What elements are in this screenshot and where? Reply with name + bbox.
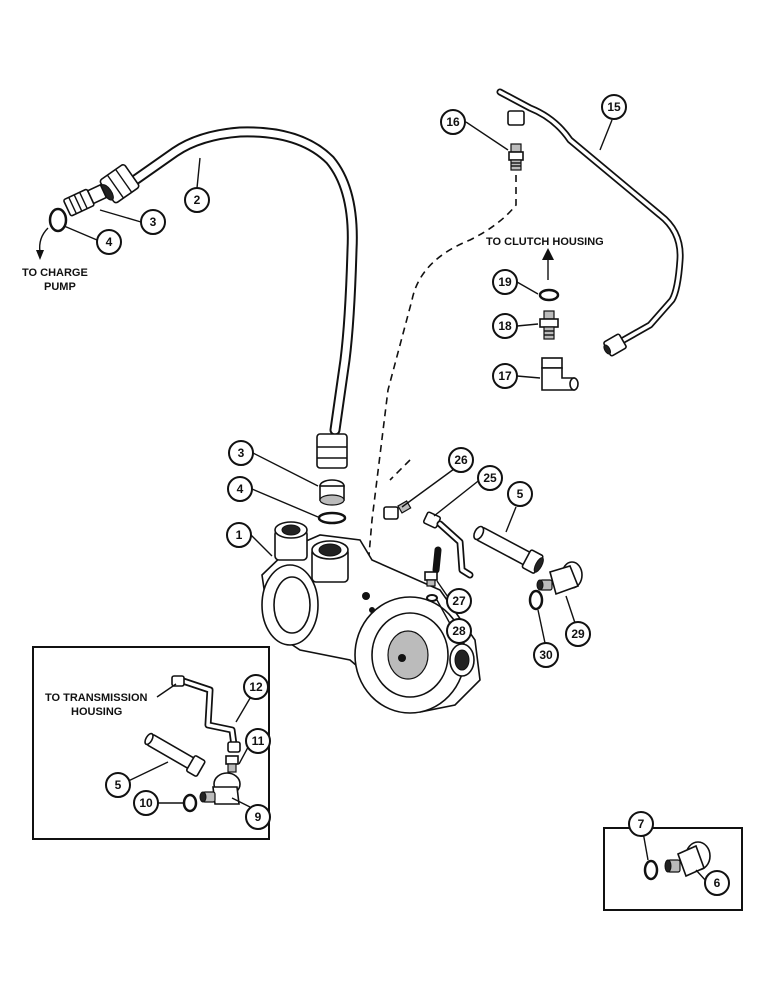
inset-elbow-6 [664, 841, 711, 878]
fitting-18 [539, 310, 559, 340]
callout-5-inset: 5 [105, 772, 131, 798]
svg-text:4: 4 [106, 235, 113, 249]
fitting-26 [383, 500, 412, 520]
svg-text:3: 3 [238, 446, 245, 460]
svg-text:30: 30 [539, 648, 553, 662]
svg-text:7: 7 [638, 817, 645, 831]
arrow-to-clutch-housing [542, 248, 554, 260]
svg-text:28: 28 [452, 624, 466, 638]
callout-28: 28 [446, 618, 472, 644]
callout-26: 26 [448, 447, 474, 473]
o-ring-4-middle [317, 511, 347, 525]
callout-18: 18 [492, 313, 518, 339]
callout-3-middle: 3 [228, 440, 254, 466]
callout-25: 25 [477, 465, 503, 491]
svg-text:11: 11 [252, 734, 265, 748]
inset-o-ring-7 [643, 859, 659, 881]
housing-1 [261, 521, 481, 714]
svg-text:10: 10 [139, 796, 153, 810]
svg-text:27: 27 [452, 594, 466, 608]
svg-text:9: 9 [255, 810, 262, 824]
inset-line-12 [171, 675, 241, 753]
arrow-to-charge-pump [38, 227, 49, 253]
inset-elbow-9 [199, 772, 241, 805]
callout-7: 7 [628, 811, 654, 837]
o-ring-30 [528, 589, 544, 611]
callout-29: 29 [565, 621, 591, 647]
leader-lines [63, 119, 708, 883]
callout-5-right: 5 [507, 481, 533, 507]
label-to-charge-pump-line1: TO CHARGE [22, 267, 88, 279]
fitting-27 [424, 571, 438, 587]
tube-5-right [473, 525, 544, 574]
label-to-charge-pump-line2: PUMP [44, 281, 76, 293]
svg-text:5: 5 [517, 487, 524, 501]
callout-17: 17 [492, 363, 518, 389]
fitting-3-middle [319, 479, 345, 506]
callout-15: 15 [601, 94, 627, 120]
callout-2: 2 [184, 187, 210, 213]
dashed-route [365, 175, 517, 591]
elbow-17 [541, 357, 579, 391]
svg-text:26: 26 [454, 453, 468, 467]
label-to-clutch-housing: TO CLUTCH HOUSING [486, 236, 604, 248]
callout-30: 30 [533, 642, 559, 668]
callout-11: 11 [245, 728, 271, 754]
elbow-29 [536, 561, 583, 596]
svg-text:15: 15 [607, 100, 621, 114]
callout-12: 12 [243, 674, 269, 700]
tube-15 [496, 88, 684, 357]
callout-27: 27 [446, 588, 472, 614]
svg-text:4: 4 [237, 482, 244, 496]
svg-text:12: 12 [249, 680, 263, 694]
callout-16: 16 [440, 109, 466, 135]
svg-text:25: 25 [483, 471, 497, 485]
fitting-3-upper [63, 183, 108, 217]
callout-4-upper: 4 [96, 229, 122, 255]
fitting-16 [508, 143, 524, 171]
inset-o-ring-10 [182, 793, 198, 813]
line-25 [422, 511, 474, 579]
svg-text:1: 1 [236, 528, 243, 542]
svg-text:2: 2 [194, 193, 201, 207]
svg-text:16: 16 [446, 115, 460, 129]
callout-9: 9 [245, 804, 271, 830]
callout-3-upper: 3 [140, 209, 166, 235]
label-to-transmission-line2: HOUSING [71, 706, 122, 718]
inset-right [603, 827, 743, 911]
o-ring-4-upper [48, 207, 68, 233]
callout-19: 19 [492, 269, 518, 295]
svg-text:17: 17 [498, 369, 512, 383]
inset-tube-5 [144, 732, 206, 777]
o-ring-28 [426, 594, 438, 602]
callout-4-middle: 4 [227, 476, 253, 502]
svg-text:18: 18 [498, 319, 512, 333]
label-to-transmission-line1: TO TRANSMISSION [45, 692, 148, 704]
svg-text:6: 6 [714, 876, 721, 890]
callout-10: 10 [133, 790, 159, 816]
callout-1: 1 [226, 522, 252, 548]
inset-fitting-11 [225, 755, 239, 773]
svg-text:29: 29 [571, 627, 585, 641]
o-ring-19 [538, 288, 560, 302]
callout-6: 6 [704, 870, 730, 896]
svg-text:19: 19 [498, 275, 512, 289]
svg-text:3: 3 [150, 215, 157, 229]
svg-text:5: 5 [115, 778, 122, 792]
tube-2 [99, 126, 358, 469]
